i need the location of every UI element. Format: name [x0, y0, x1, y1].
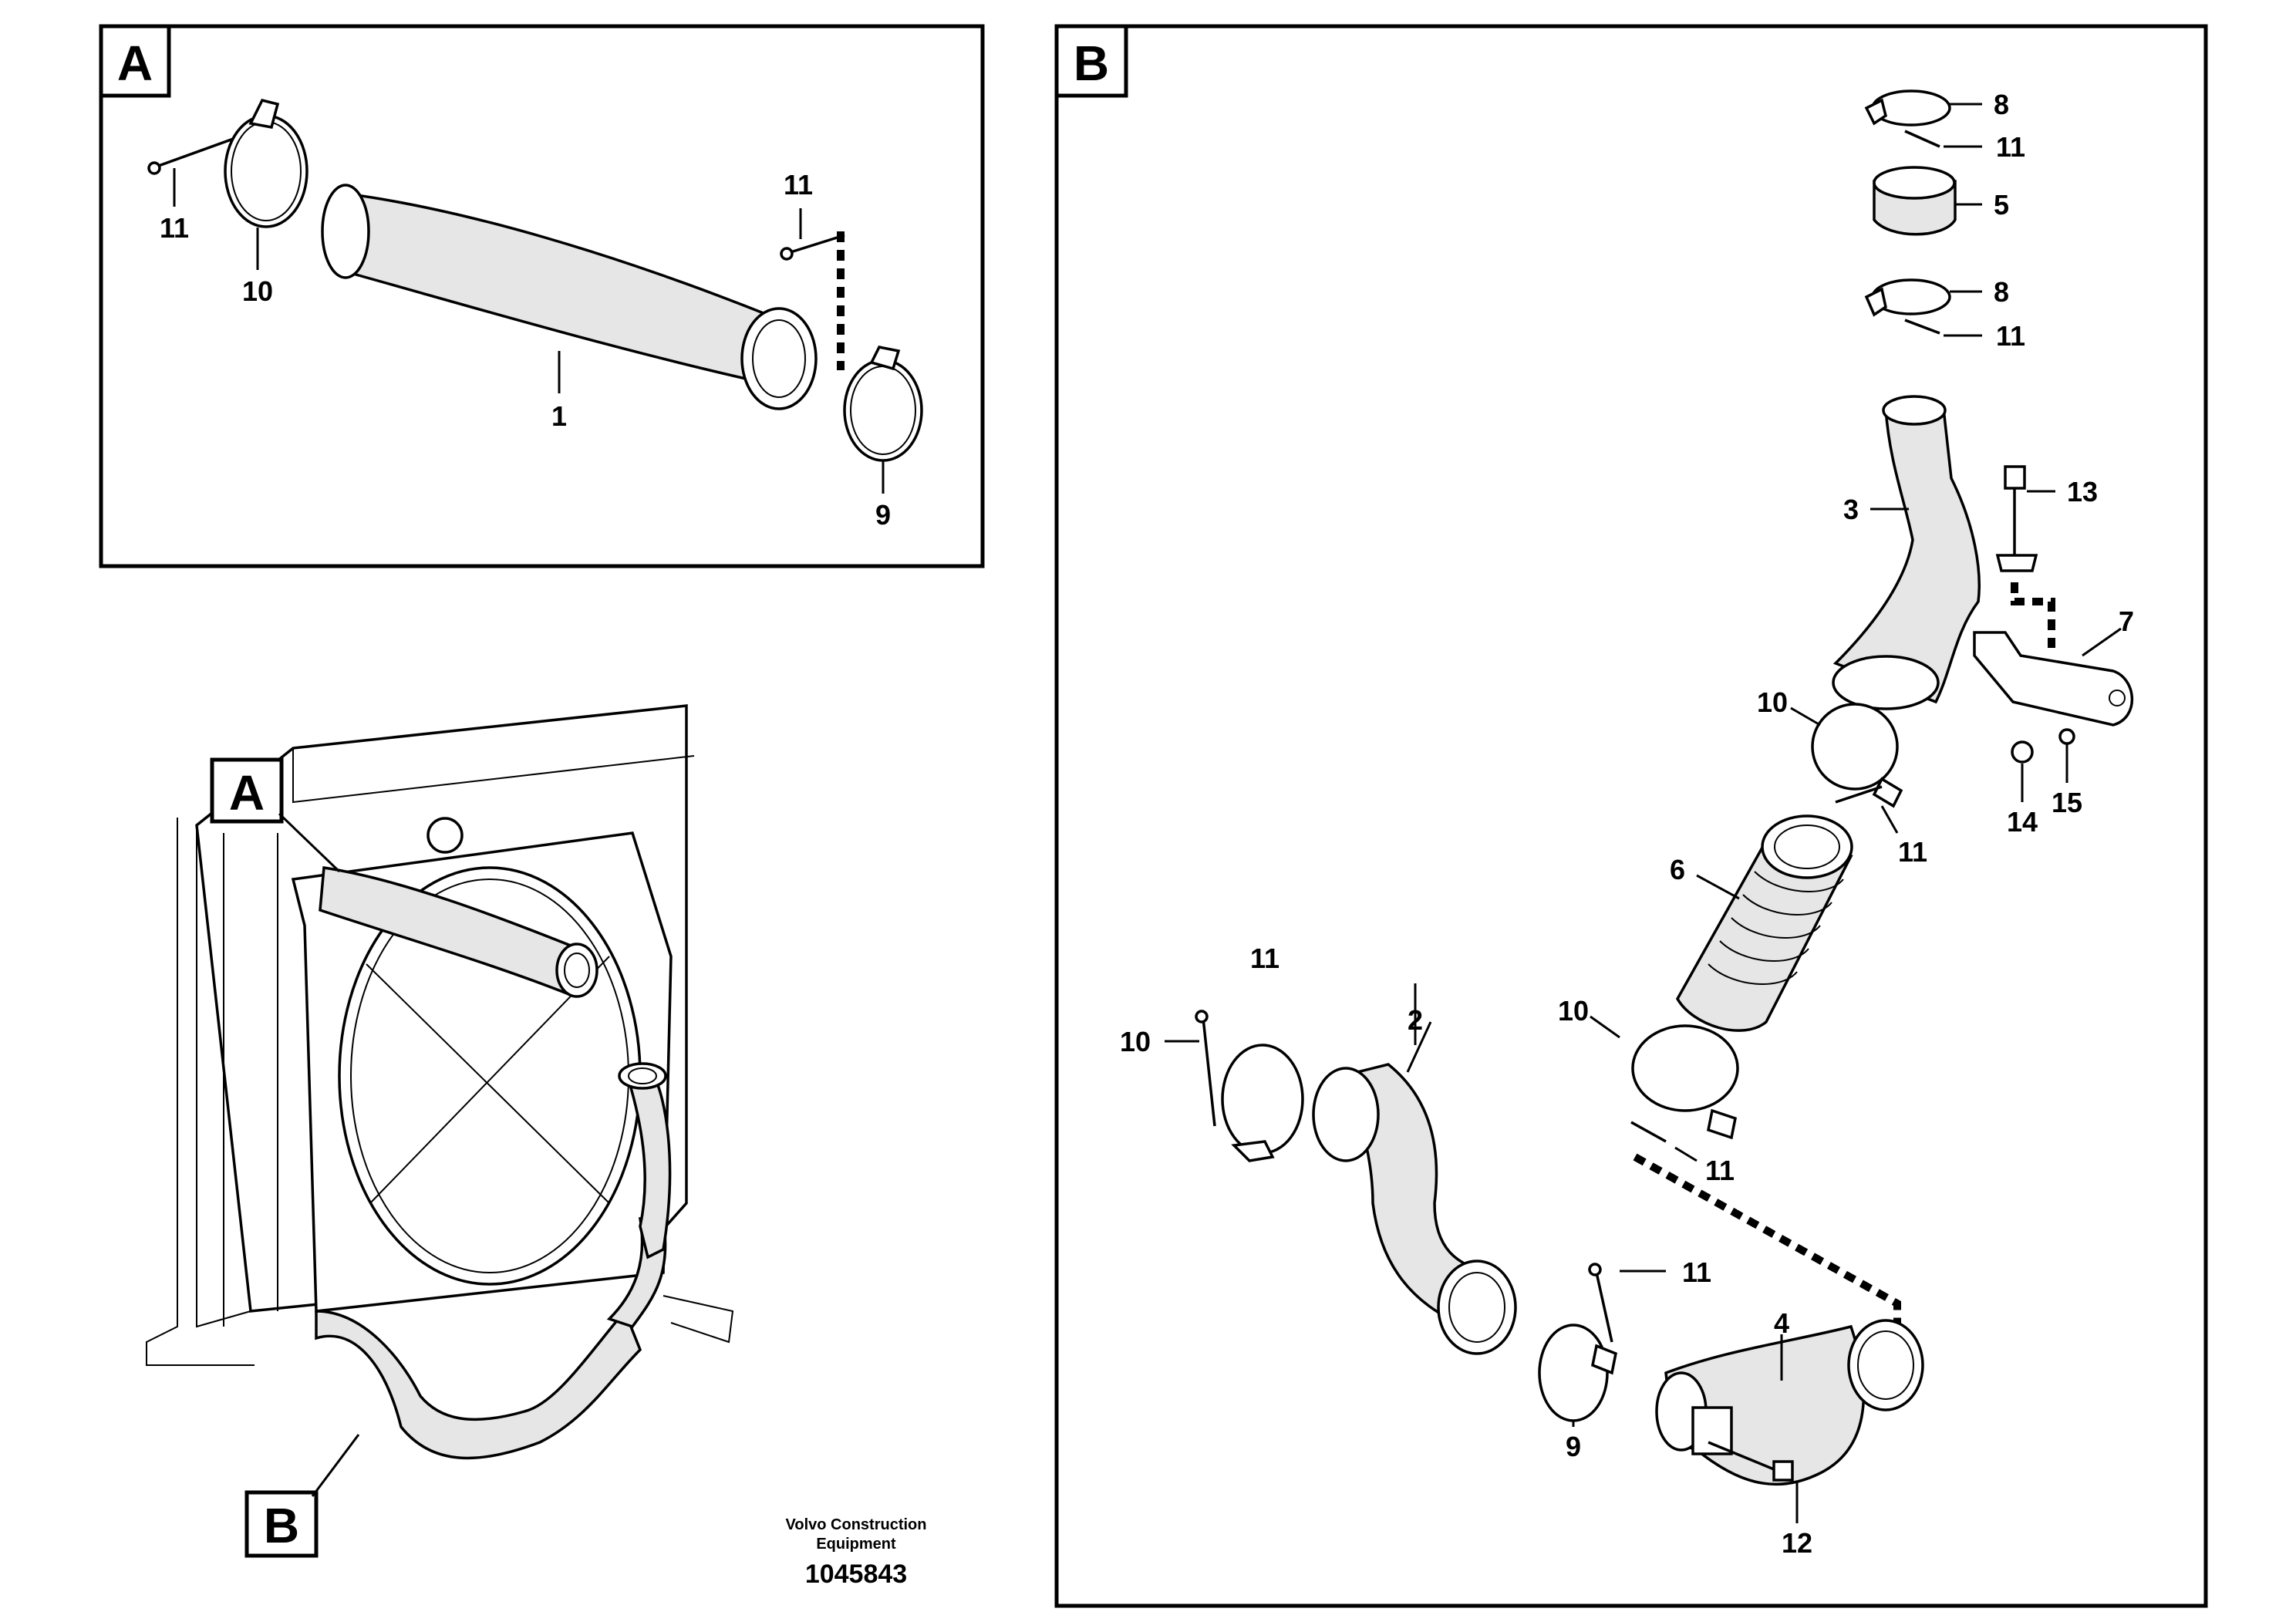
callout-label: 14	[2007, 806, 2038, 838]
bolt-part	[780, 234, 845, 261]
drawing-footer: Volvo Construction Equipment 1045843	[786, 1516, 927, 1589]
drawing-number: 1045843	[805, 1560, 907, 1589]
callout-label: 9	[875, 499, 891, 531]
callout-label: 12	[1782, 1527, 1812, 1559]
callout-label: 8	[1994, 89, 2009, 120]
callout-label: 11	[160, 212, 189, 244]
callout-label: 4	[1774, 1307, 1789, 1339]
bracket-part	[1973, 631, 2134, 727]
callout-label: 10	[1120, 1026, 1151, 1057]
overview-letter-a: A	[229, 765, 265, 821]
pipe-part	[1655, 1319, 1924, 1486]
callout-label: 11	[1705, 1155, 1735, 1186]
bolt-part	[1995, 465, 2038, 572]
clamp-part	[1811, 703, 1903, 808]
callout-label: 8	[1994, 276, 2009, 308]
callout-label: 11	[1250, 943, 1279, 974]
callout-label: 9	[1566, 1431, 1581, 1462]
clamp-part	[1864, 89, 1951, 126]
callout-label: 11	[1898, 836, 1927, 868]
clamp-part	[224, 98, 308, 228]
callout-label: 2	[1408, 1004, 1423, 1036]
coupling-part	[1873, 166, 1957, 236]
callout-label: 5	[1994, 189, 2009, 221]
callout-label: 3	[1843, 494, 1859, 525]
callout-label: 11	[1682, 1256, 1711, 1288]
callout-label: 10	[1558, 995, 1589, 1027]
panel-a-letter: A	[117, 35, 153, 91]
pipe-part	[1832, 395, 1981, 710]
hose-part	[321, 184, 818, 410]
callout-label: 6	[1670, 854, 1685, 885]
overview-illustration: A B	[146, 704, 734, 1558]
clamp-part	[843, 346, 923, 462]
bellows-part	[1675, 814, 1853, 1032]
callout-label: 11	[1996, 320, 2025, 352]
clamp-part	[1631, 1024, 1739, 1140]
clamp-part	[1864, 278, 1951, 317]
panel-b-letter: B	[1074, 35, 1109, 91]
clamp-part	[1538, 1324, 1618, 1422]
callout-label: 1	[551, 400, 567, 432]
callout-label: 13	[2067, 476, 2098, 508]
callout-label: 11	[1996, 131, 2025, 163]
callout-label: 7	[2119, 605, 2134, 637]
detail-panel-b: B	[1054, 24, 2208, 1608]
callout-label: 11	[784, 169, 813, 201]
overview-letter-b: B	[264, 1498, 299, 1553]
manufacturer-line2: Equipment	[816, 1536, 896, 1553]
callout-label: 10	[1757, 686, 1788, 718]
callout-label: 15	[2052, 787, 2082, 818]
callout-label: 10	[242, 275, 273, 307]
clamp-part	[1221, 1044, 1304, 1162]
detail-panel-a: A	[99, 24, 985, 568]
hose-part	[1312, 1063, 1517, 1355]
manufacturer-line1: Volvo Construction	[786, 1516, 927, 1533]
